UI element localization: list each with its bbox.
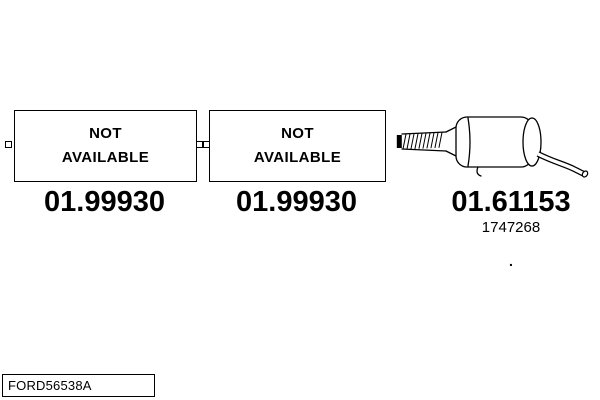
tail-pipe-inner [537,152,585,176]
drawing-code-box: FORD56538A [2,374,155,397]
availability-label-1: NOT AVAILABLE [61,125,150,166]
part-number-1: 01.99930 [44,186,165,218]
flex-pipe [401,131,447,152]
tail-pipe-tip [581,170,589,178]
availability-label-2: NOT AVAILABLE [253,125,342,166]
body-end-cap [522,117,542,167]
inlet-flange [396,135,402,148]
oe-number: 1747268 [481,219,541,236]
inlet-pipe [445,126,457,157]
hanger-bracket [476,166,482,177]
connector-square-left [5,141,12,148]
drawing-code: FORD56538A [8,378,92,393]
stray-dot: . [509,253,513,269]
rear-silencer-illustration [396,116,589,178]
silencer-body [455,116,533,168]
part-box-not-available-2: NOT AVAILABLE [209,110,386,182]
part-number-2: 01.99930 [236,186,357,218]
connector-square-middle-a [196,141,203,148]
body-seam [467,117,471,167]
flex-pipe-hatching [402,131,443,150]
part-number-3: 01.61153 [451,186,571,218]
part-box-not-available-1: NOT AVAILABLE [14,110,197,182]
